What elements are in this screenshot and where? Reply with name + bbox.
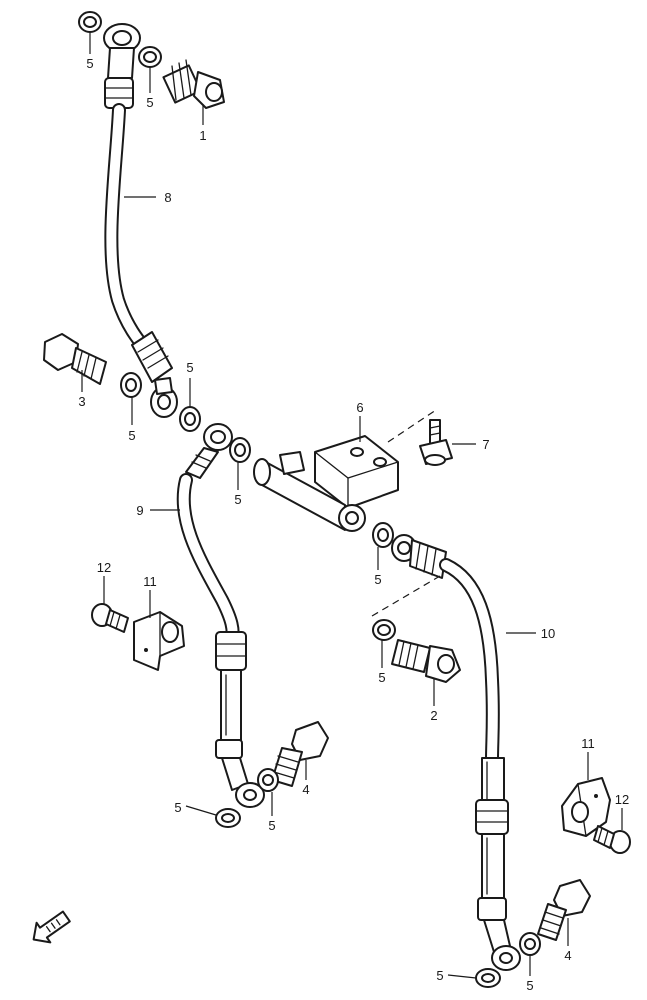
- callout-2: 2: [430, 708, 437, 723]
- callout-5: 5: [128, 428, 135, 443]
- brake-hose-8: [103, 23, 178, 418]
- washer-5-joint: [372, 522, 394, 548]
- callout-5: 5: [234, 492, 241, 507]
- washer-5-top-left: [78, 11, 102, 33]
- callout-12: 12: [615, 792, 629, 807]
- callout-1: 1: [199, 128, 206, 143]
- callout-labels: 5 5 1 8 3 5 5 6 7 5 9 5 10 12 11 5 2 4 5…: [78, 56, 629, 993]
- union-bolt-4-left: [271, 721, 329, 787]
- union-bolt-1: [162, 59, 225, 109]
- bolt-12-right: [593, 825, 631, 854]
- callout-5: 5: [268, 818, 275, 833]
- callout-3: 3: [78, 394, 85, 409]
- union-bolt-3: [43, 333, 107, 385]
- callout-5: 5: [86, 56, 93, 71]
- callout-11: 11: [143, 574, 157, 589]
- callout-9: 9: [136, 503, 143, 518]
- clamp-11-left: [133, 611, 185, 671]
- washer-5-hose10-bottom: [475, 968, 501, 988]
- callout-12: 12: [97, 560, 111, 575]
- callout-4: 4: [302, 782, 309, 797]
- callout-10: 10: [541, 626, 555, 641]
- brake-hose-9: [176, 423, 265, 808]
- callout-5: 5: [526, 978, 533, 993]
- washer-5-mid-left: [120, 372, 142, 398]
- callout-11: 11: [581, 736, 595, 751]
- washer-5-hose9-top: [229, 437, 251, 463]
- washer-5-bolt4-right: [519, 932, 541, 956]
- washer-5-mid-right: [179, 406, 201, 432]
- dash-line-10: [371, 575, 441, 617]
- callout-5: 5: [378, 670, 385, 685]
- union-bolt-4-right: [537, 879, 591, 941]
- washer-5-bolt2: [372, 619, 396, 641]
- clamp-11-right: [561, 777, 611, 837]
- brake-hose-joint-6: [253, 435, 399, 532]
- callout-5: 5: [374, 572, 381, 587]
- callout-5: 5: [146, 95, 153, 110]
- dash-line-7: [387, 409, 437, 443]
- washer-5-hose9-bottom: [215, 808, 241, 828]
- bolt-7: [419, 419, 453, 466]
- callout-8: 8: [164, 190, 171, 205]
- callout-5: 5: [186, 360, 193, 375]
- callout-5: 5: [436, 968, 443, 983]
- front-direction-arrow-icon: [32, 910, 71, 944]
- callout-5: 5: [174, 800, 181, 815]
- washer-5-top-right: [138, 46, 162, 68]
- callout-7: 7: [482, 437, 489, 452]
- bolt-12-left: [91, 603, 129, 633]
- callout-4: 4: [564, 948, 571, 963]
- callout-6: 6: [356, 400, 363, 415]
- leader-lines: [81, 32, 623, 979]
- brake-hose-10: [391, 534, 521, 971]
- washer-5-bolt4-left: [257, 768, 279, 792]
- union-bolt-2: [391, 639, 461, 683]
